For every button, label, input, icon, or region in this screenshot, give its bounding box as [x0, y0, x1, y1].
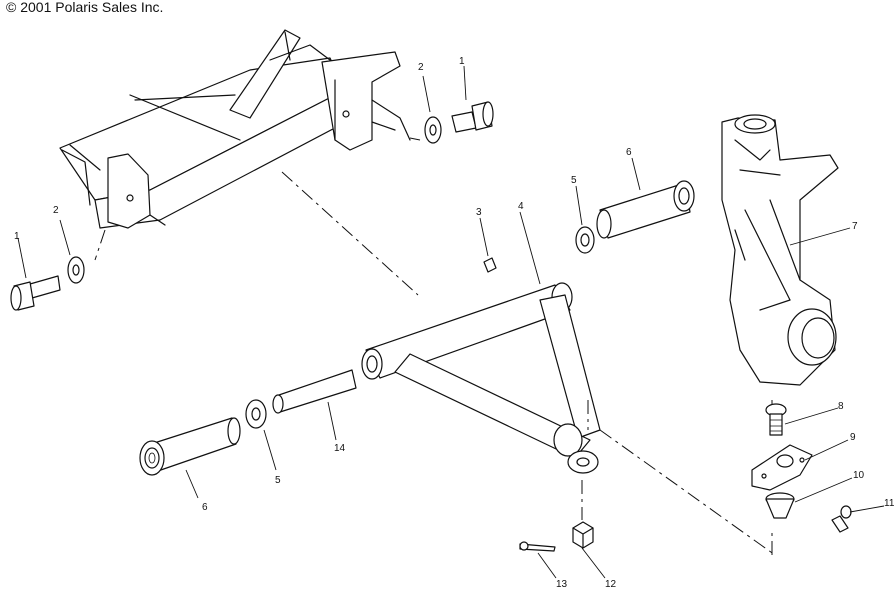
spacer-tube	[272, 369, 357, 414]
callout-10: 10	[853, 470, 865, 481]
callout-14: 14	[334, 443, 346, 454]
pivot-tube-left	[139, 417, 241, 476]
washer-left	[67, 256, 85, 284]
pivot-tube-right	[596, 180, 695, 239]
callout-1-left: 1	[14, 231, 20, 242]
castle-nut	[572, 521, 594, 549]
callout-5-left: 5	[275, 475, 281, 486]
callout-2-right: 2	[418, 62, 424, 73]
callout-1-right: 1	[459, 56, 465, 67]
plate	[751, 444, 813, 491]
callout-7: 7	[852, 221, 858, 232]
bushing-left	[245, 399, 267, 429]
frame-rail	[59, 29, 411, 229]
spindle-knuckle	[721, 114, 839, 386]
callout-3: 3	[476, 207, 482, 218]
callout-2-left: 2	[53, 205, 59, 216]
screw	[831, 505, 852, 533]
cone-bushing	[765, 492, 795, 519]
copyright-notice: © 2001 Polaris Sales Inc.	[6, 0, 164, 15]
bolt-right	[451, 101, 494, 133]
callout-5-right: 5	[571, 175, 577, 186]
washer-right	[424, 116, 442, 144]
callout-9: 9	[850, 432, 856, 443]
a-arm	[361, 282, 601, 474]
assembly-centerlines	[94, 137, 776, 556]
callout-4: 4	[518, 201, 524, 212]
callout-13: 13	[556, 579, 568, 590]
stud	[765, 403, 787, 436]
callout-12: 12	[605, 579, 617, 590]
cotter-pin	[519, 541, 556, 552]
callout-6-right: 6	[626, 147, 632, 158]
leader-lines	[17, 65, 885, 579]
callout-6-left: 6	[202, 502, 208, 513]
callout-8: 8	[838, 401, 844, 412]
callout-11: 11	[884, 498, 894, 509]
bolt-left	[10, 275, 61, 311]
bushing-right	[575, 226, 595, 254]
